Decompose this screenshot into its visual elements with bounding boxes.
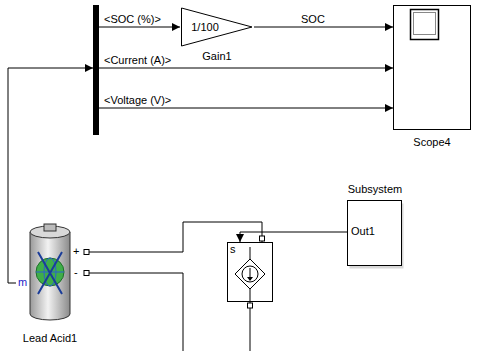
battery-block: Lead Acid1+-m: [16, 222, 84, 347]
signal-label: <Voltage (V)>: [103, 94, 172, 107]
port-square: [248, 303, 253, 308]
signal-line: [99, 68, 393, 69]
port-square: [260, 236, 265, 241]
block-label: 1/100: [184, 21, 226, 34]
source-wire: [250, 302, 251, 351]
subsystem-block: SubsystemOut1: [347, 183, 403, 267]
block-label: s: [230, 243, 240, 256]
port-label: -: [74, 266, 84, 279]
current-source: s: [227, 242, 273, 302]
scope-icon: [393, 5, 471, 151]
port-square: [84, 250, 89, 255]
block-label: Subsystem: [335, 183, 415, 196]
signal-label: <SOC (%)>: [103, 13, 162, 26]
block-label: Lead Acid1: [10, 332, 90, 345]
signal-line: [99, 108, 393, 109]
signal-line: [254, 27, 393, 28]
bus-selector: [93, 5, 99, 135]
port-label: m: [18, 276, 30, 289]
signal-line: [99, 27, 180, 28]
port-label: Out1: [351, 225, 391, 238]
port-label: Gain1: [180, 50, 254, 63]
signal-line: [240, 232, 347, 242]
scope-block: Scope4: [393, 5, 471, 151]
negative-wire: [84, 273, 183, 351]
bus-icon: [93, 5, 99, 135]
port-square: [84, 271, 89, 276]
signal-label: <Current (A)>: [103, 54, 172, 67]
gain-block: 1/100Gain1: [180, 6, 254, 66]
port-label: +: [73, 245, 83, 258]
signal-label: SOC: [300, 13, 326, 26]
block-label: Scope4: [387, 136, 477, 149]
